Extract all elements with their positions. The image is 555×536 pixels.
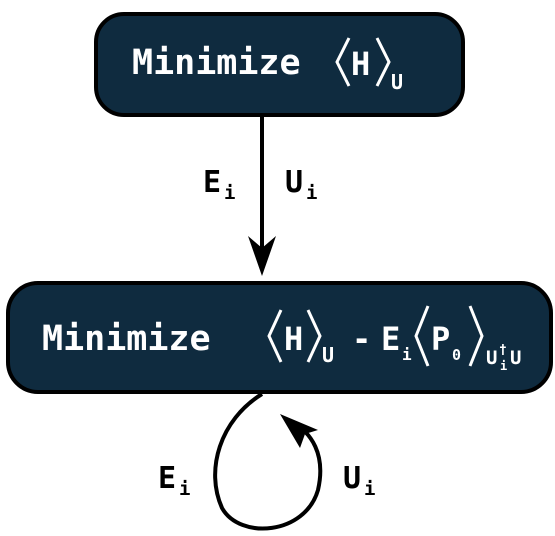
bottom-box-coefficient: E (381, 320, 400, 358)
bottom-box-coefficient-subscript: i (402, 345, 412, 364)
top-box-shape (94, 12, 465, 117)
bottom-right-angle-bracket-2 (468, 305, 484, 367)
bottom-box-projector-subscript: 0 (452, 346, 461, 364)
top-box-subscript: U (391, 70, 403, 94)
downward-arrow (248, 114, 276, 276)
bottom-box-second-subscript-dagger: † (499, 343, 507, 358)
self-loop-arrow (213, 392, 323, 531)
arrow-right-label-subscript: i (306, 182, 317, 204)
bottom-box-second-subscript-i: i (500, 359, 507, 373)
loop-left-label-subscript: i (179, 478, 190, 500)
bottom-box-minus: - (352, 320, 371, 358)
bottom-box-projector: P (431, 320, 450, 358)
bottom-box-word: Minimize (42, 319, 211, 359)
arrow-head (248, 236, 276, 276)
bottom-box-second-subscript-u2: U (510, 347, 521, 369)
arrow-left-label: E (203, 165, 221, 200)
top-box-word: Minimize (132, 43, 301, 83)
bottom-left-angle-bracket-2 (414, 305, 430, 367)
bottom-box-operator: H (284, 320, 303, 358)
loop-right-label: U (343, 461, 361, 496)
bottom-box-second-subscript-u1: U (486, 347, 497, 369)
loop-arrow-head (280, 414, 318, 448)
loop-left-label: E (158, 461, 176, 496)
top-right-angle-bracket (375, 37, 391, 87)
loop-path (213, 392, 323, 531)
bottom-right-angle-bracket-1 (306, 309, 322, 363)
arrow-left-label-subscript: i (224, 182, 235, 204)
bottom-box-shape (6, 281, 553, 394)
top-left-angle-bracket (335, 37, 351, 87)
bottom-left-angle-bracket-1 (267, 309, 283, 363)
top-box-operator: H (351, 45, 370, 83)
arrow-right-label: U (285, 165, 303, 200)
bottom-step-box: Minimize H U - E i P 0 U † i U (6, 281, 553, 394)
loop-right-label-subscript: i (364, 478, 375, 500)
bottom-box-subscript: U (322, 343, 334, 367)
top-step-box: Minimize H U (94, 12, 465, 117)
